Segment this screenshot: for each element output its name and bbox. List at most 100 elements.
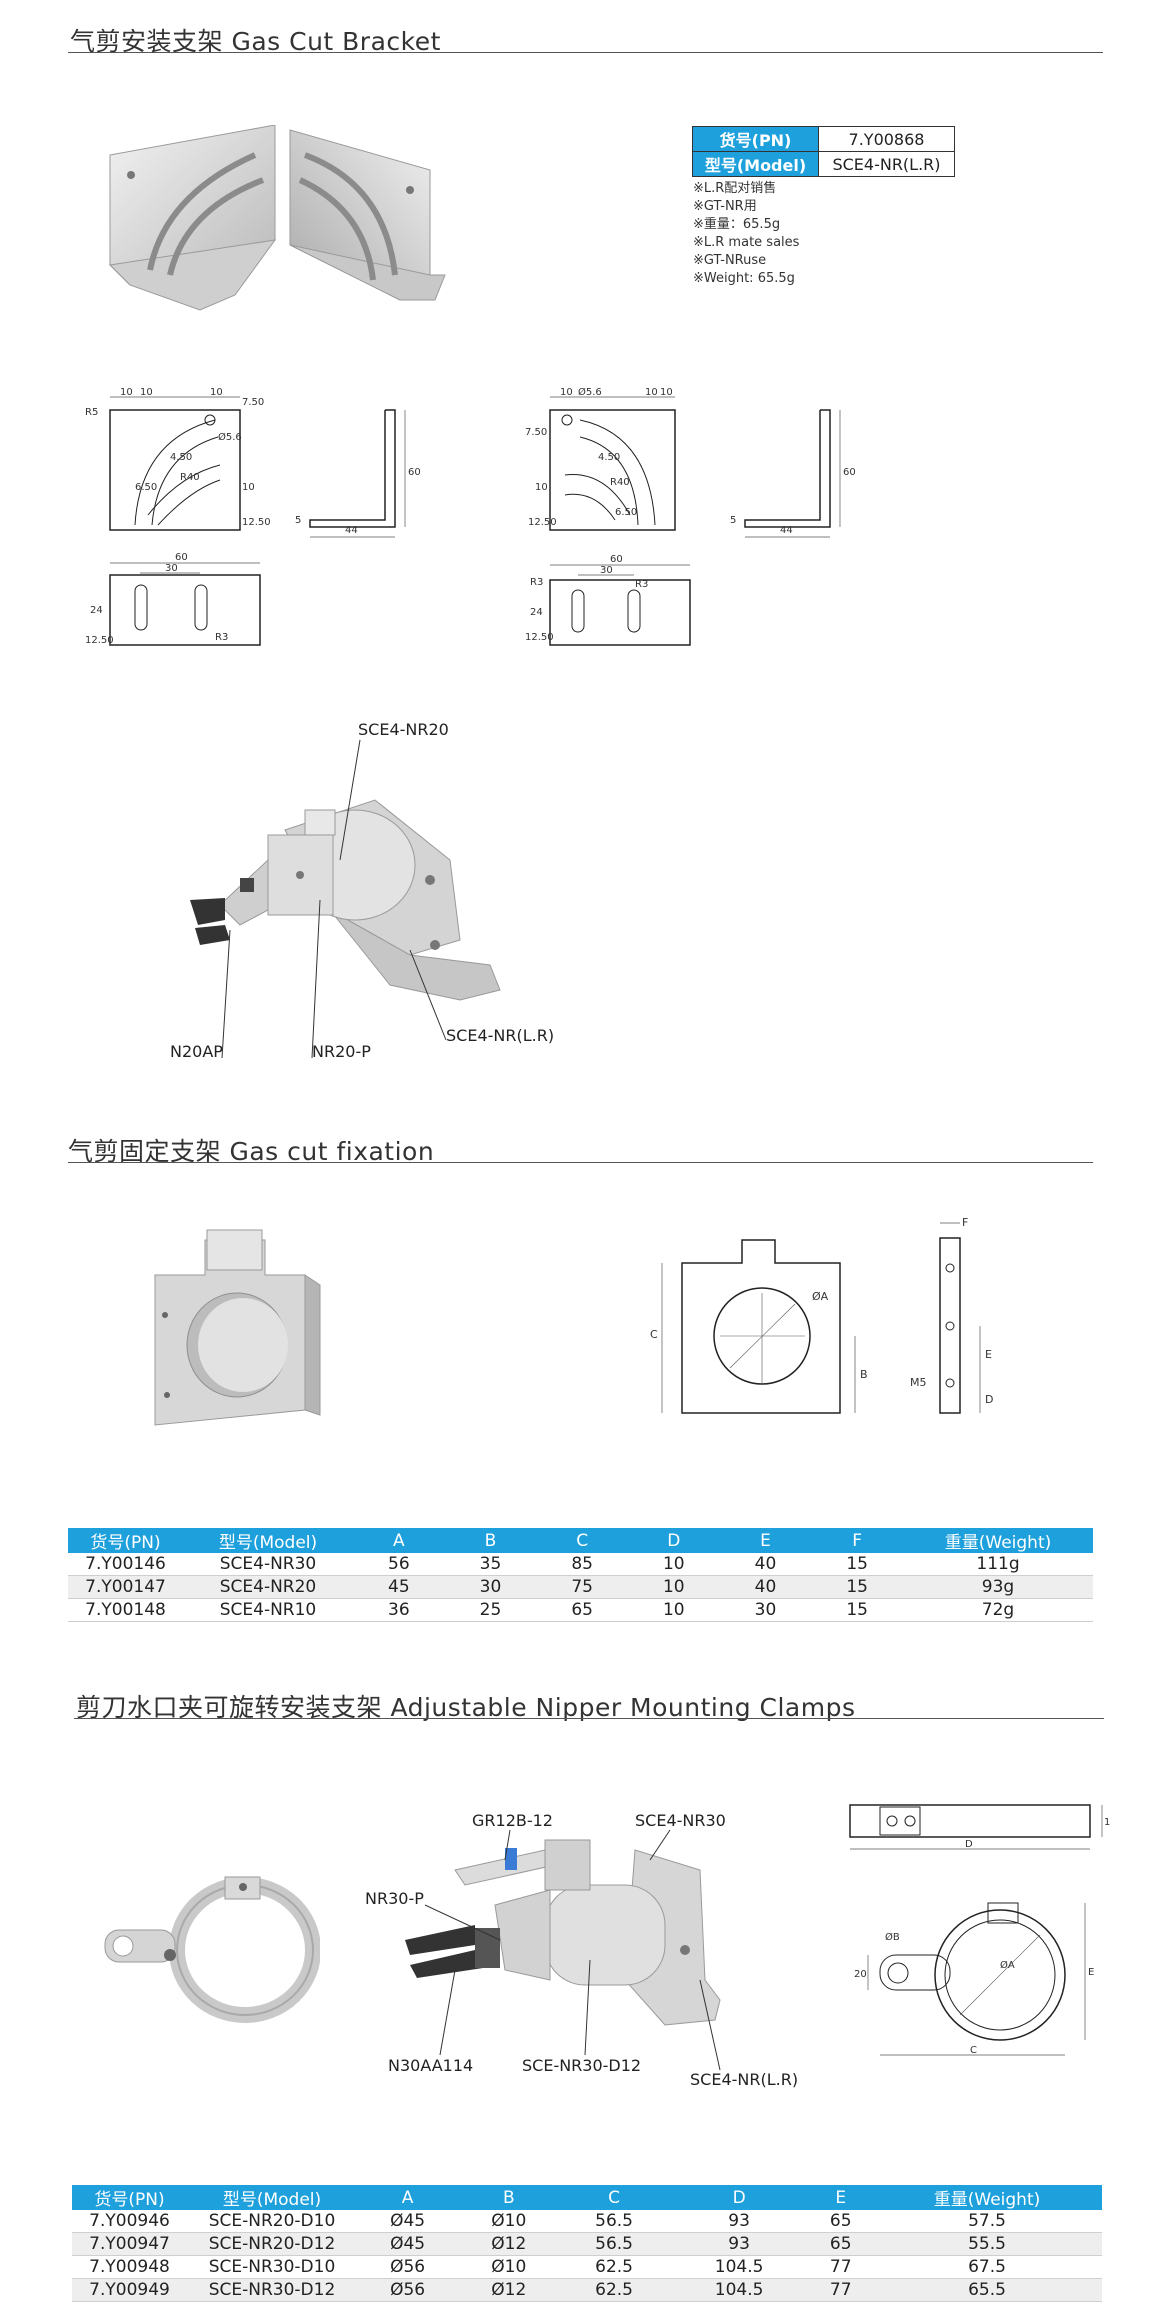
table-header-row: 货号(PN) 型号(Model) A B C D E 重量(Weight) xyxy=(72,2185,1102,2210)
dim-label: C xyxy=(650,1328,658,1341)
table-cell: 75 xyxy=(536,1575,628,1599)
callout-sce4-nr-lr: SCE4-NR(L.R) xyxy=(446,1026,555,1045)
dim-label: R3 xyxy=(530,577,543,588)
spec-label: 货号(PN) xyxy=(692,126,819,152)
dim-label: 24 xyxy=(530,607,543,618)
dim-label: Ø5.6 xyxy=(218,431,242,443)
section-rule xyxy=(68,1162,1093,1163)
table-cell: 104.5 xyxy=(668,2278,810,2302)
bracket-right-drawings: 10 Ø5.6 10 10 7.50 4.50 R40 10 6.50 12.5… xyxy=(525,386,856,646)
dim-label: R3 xyxy=(635,579,648,590)
table-cell: 56.5 xyxy=(559,2210,669,2233)
table-cell: 65 xyxy=(809,2232,872,2256)
fixation-spec-table: 货号(PN) 型号(Model) A B C D E F 重量(Weight) … xyxy=(68,1528,1093,1622)
dim-label: ØA xyxy=(812,1290,829,1303)
table-cell: 55.5 xyxy=(872,2232,1102,2256)
table-row: 7.Y00948 SCE-NR30-D10 Ø56 Ø10 62.5 104.5… xyxy=(72,2255,1102,2279)
col-header: C xyxy=(559,2185,669,2210)
dim-label: 24 xyxy=(90,605,103,616)
table-cell: SCE4-NR10 xyxy=(183,1598,353,1622)
dim-label: 4.50 xyxy=(170,452,192,463)
table-cell: 10 xyxy=(627,1575,720,1599)
dim-label: 7.50 xyxy=(242,397,264,408)
dim-label: E xyxy=(1088,1967,1094,1978)
callout-leader-lines xyxy=(424,1829,721,2071)
note-line: ※GT-NRuse xyxy=(693,253,767,268)
table-cell: 57.5 xyxy=(872,2210,1102,2233)
table-cell: 104.5 xyxy=(668,2255,810,2279)
callout-sce4-nr-lr: SCE4-NR(L.R) xyxy=(690,2070,799,2089)
bracket-left-drawings: 10 10 10 7.50 R5 4.50 Ø5.6 6.50 R40 10 1… xyxy=(85,387,421,646)
table-cell: SCE-NR20-D10 xyxy=(187,2210,357,2233)
dim-label: 20 xyxy=(854,1969,867,1980)
col-header: B xyxy=(458,2185,560,2210)
dim-label: R40 xyxy=(610,477,630,488)
nipper-clamp-drawings: 15 D ØA ØB 20 E C xyxy=(849,1804,1110,2056)
table-cell: 65 xyxy=(809,2210,872,2233)
table-cell: 7.Y00148 xyxy=(68,1598,183,1622)
dim-label: C xyxy=(970,2045,977,2056)
table-cell: 93 xyxy=(668,2232,810,2256)
callout-leader-lines xyxy=(221,739,447,1059)
section-rule xyxy=(68,52,1103,53)
table-cell: SCE-NR20-D12 xyxy=(187,2232,357,2256)
table-cell: 7.Y00147 xyxy=(68,1575,183,1599)
dim-label: 60 xyxy=(408,467,421,478)
table-cell: 10 xyxy=(627,1553,720,1576)
col-header: D xyxy=(668,2185,810,2210)
nipper-assembly-photo xyxy=(405,1839,721,2026)
table-cell: 30 xyxy=(444,1575,537,1599)
col-header: E xyxy=(719,1528,812,1553)
table-cell: 56 xyxy=(353,1553,445,1576)
callout-sce-nr30-d12: SCE-NR30-D12 xyxy=(522,2056,642,2075)
table-row: 7.Y00949 SCE-NR30-D12 Ø56 Ø12 62.5 104.5… xyxy=(72,2278,1102,2302)
col-header: 型号(Model) xyxy=(183,1528,353,1553)
dim-label: 44 xyxy=(780,525,793,536)
col-header: C xyxy=(536,1528,628,1553)
dim-label: 4.50 xyxy=(598,452,620,463)
dim-label: 10 xyxy=(560,387,573,398)
table-cell: 65.5 xyxy=(872,2278,1102,2302)
table-cell: SCE4-NR30 xyxy=(183,1553,353,1576)
dim-label: M5 xyxy=(910,1376,927,1389)
dim-label: 60 xyxy=(610,554,623,565)
dim-label: F xyxy=(962,1216,968,1229)
table-cell: 10 xyxy=(627,1598,720,1622)
table-cell: 40 xyxy=(719,1553,812,1576)
spec-value: SCE4-NR(L.R) xyxy=(818,151,955,177)
col-header: E xyxy=(809,2185,872,2210)
table-cell: 25 xyxy=(444,1598,537,1622)
table-cell: Ø10 xyxy=(458,2210,560,2233)
table-cell: 56.5 xyxy=(559,2232,669,2256)
callout-nr20-p: NR20-P xyxy=(312,1042,371,1061)
dim-label: 30 xyxy=(600,565,613,576)
table-cell: SCE-NR30-D10 xyxy=(187,2255,357,2279)
dim-label: 5 xyxy=(295,515,301,526)
table-cell: 30 xyxy=(719,1598,812,1622)
dim-label: 12.50 xyxy=(528,517,557,528)
dim-label: D xyxy=(985,1393,993,1406)
dim-label: 30 xyxy=(165,563,178,574)
note-line: ※GT-NR用 xyxy=(693,199,757,214)
table-cell: Ø45 xyxy=(357,2210,459,2233)
callout-n30aa114: N30AA114 xyxy=(388,2056,474,2075)
dim-label: 10 xyxy=(535,482,548,493)
table-cell: 7.Y00946 xyxy=(72,2210,187,2233)
dim-label: ØB xyxy=(885,1931,900,1943)
col-header: A xyxy=(357,2185,459,2210)
dim-label: 10 xyxy=(645,387,658,398)
dim-label: 44 xyxy=(345,525,358,536)
dim-label: 10 xyxy=(660,387,673,398)
col-header: 型号(Model) xyxy=(187,2185,357,2210)
table-cell: Ø56 xyxy=(357,2278,459,2302)
col-header: 货号(PN) xyxy=(72,2185,187,2210)
dim-label: 6.50 xyxy=(135,482,157,493)
table-cell: 93 xyxy=(668,2210,810,2233)
dim-label: 15 xyxy=(1104,1817,1110,1828)
table-cell: Ø56 xyxy=(357,2255,459,2279)
dim-label: 10 xyxy=(120,387,133,398)
table-cell: 15 xyxy=(811,1598,903,1622)
fixation-bracket-photo xyxy=(154,1229,321,1426)
col-header: B xyxy=(444,1528,537,1553)
callout-n20ap: N20AP xyxy=(170,1042,223,1061)
